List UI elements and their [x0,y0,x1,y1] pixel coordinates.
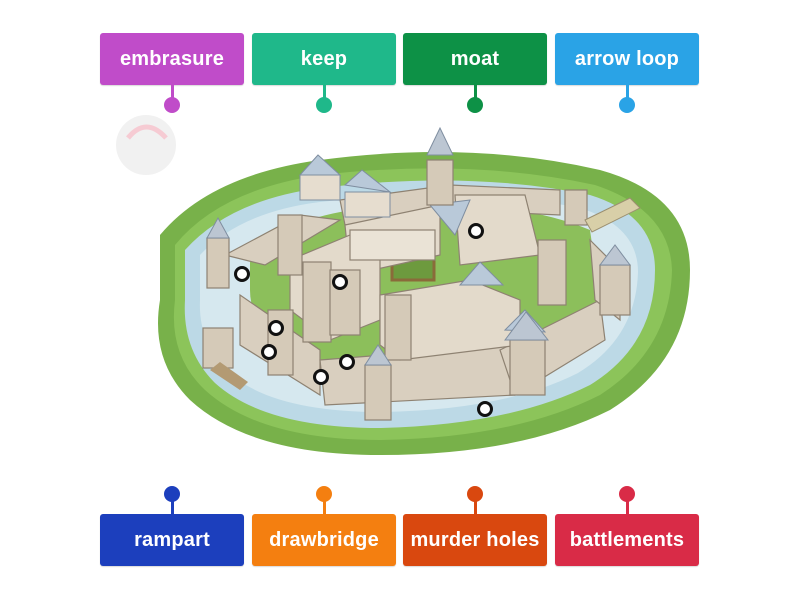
label-anchor-dot [164,486,180,502]
label-battlements[interactable]: battlements [555,514,699,566]
watermark-logo [116,115,176,175]
label-anchor-dot [316,486,332,502]
label-connector [171,85,174,99]
label-anchor-dot [164,97,180,113]
label-anchor-dot [316,97,332,113]
label-connector [474,85,477,99]
label-keep[interactable]: keep [252,33,396,85]
label-connector [171,500,174,514]
hotspot-marker[interactable] [268,320,284,336]
hotspot-marker[interactable] [261,344,277,360]
hotspot-marker[interactable] [313,369,329,385]
label-arrow-loop[interactable]: arrow loop [555,33,699,85]
label-moat[interactable]: moat [403,33,547,85]
label-murder-holes[interactable]: murder holes [403,514,547,566]
label-connector [626,500,629,514]
label-anchor-dot [619,97,635,113]
label-embrasure[interactable]: embrasure [100,33,244,85]
label-connector [626,85,629,99]
hotspot-marker[interactable] [332,274,348,290]
label-connector [323,85,326,99]
label-anchor-dot [467,97,483,113]
label-connector [474,500,477,514]
hotspot-marker[interactable] [339,354,355,370]
label-anchor-dot [619,486,635,502]
label-rampart[interactable]: rampart [100,514,244,566]
hotspot-marker[interactable] [234,266,250,282]
label-drawbridge[interactable]: drawbridge [252,514,396,566]
label-anchor-dot [467,486,483,502]
label-connector [323,500,326,514]
hotspot-marker[interactable] [468,223,484,239]
hotspot-marker[interactable] [477,401,493,417]
